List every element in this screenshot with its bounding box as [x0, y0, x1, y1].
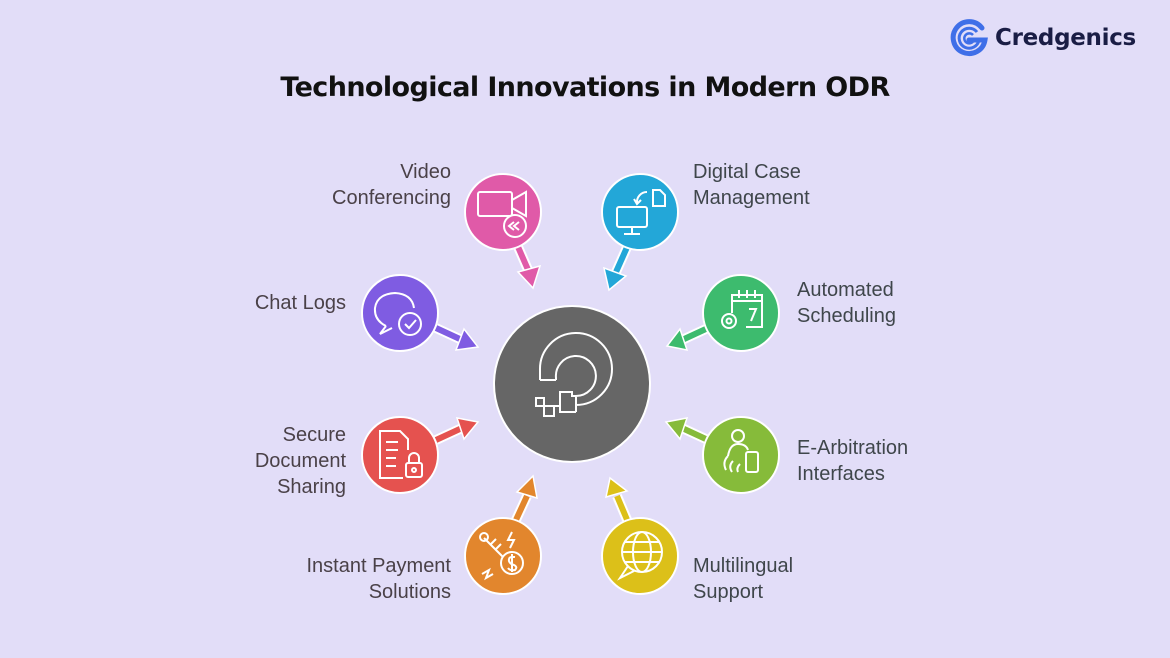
node-e-arbitration-interfaces [664, 416, 780, 494]
chat-check-icon [373, 291, 422, 336]
computer-document-transfer-icon [616, 189, 666, 235]
label-e-arbitration-interfaces: E-Arbitration Interfaces [797, 437, 909, 485]
node-chat-logs [361, 274, 480, 352]
label-digital-case-management: Digital Case Management [693, 161, 810, 209]
brand-logo: Credgenics [949, 18, 1136, 58]
label-instant-payment-solutions: Instant Payment Solutions [306, 555, 451, 603]
page-title: Technological Innovations in Modern ODR [280, 72, 890, 103]
label-video-conferencing: Video Conferencing [332, 161, 451, 209]
odr-logo-icon [535, 332, 613, 417]
label-chat-logs: Chat Logs [254, 292, 346, 314]
person-touch-device-icon [723, 429, 759, 473]
node-video-conferencing [464, 173, 542, 290]
label-secure-document-sharing: Secure Document Sharing [254, 424, 346, 498]
node-multilingual-support [601, 476, 679, 595]
center-hub [493, 305, 651, 463]
node-digital-case-management [601, 173, 679, 292]
video-camera-rewind-icon [477, 190, 527, 238]
rocket-dollar-icon [479, 531, 524, 581]
globe-speech-icon [617, 531, 663, 581]
label-multilingual-support: Multilingual Support [693, 555, 794, 603]
credgenics-logo-icon [950, 19, 988, 57]
calendar-gear-icon [721, 290, 763, 329]
document-lock-icon [379, 430, 423, 479]
brand-name: Credgenics [995, 25, 1136, 51]
label-automated-scheduling: Automated Scheduling [797, 279, 896, 327]
node-automated-scheduling [665, 274, 780, 352]
node-instant-payment-solutions [464, 474, 542, 595]
node-secure-document-sharing [361, 416, 480, 494]
